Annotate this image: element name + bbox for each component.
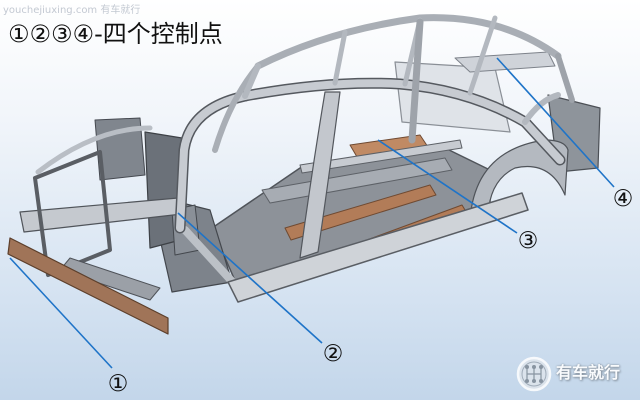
near-b-pillar (299, 91, 341, 259)
near-c-pillar (522, 92, 561, 125)
gear-shift-icon (516, 356, 552, 392)
radiator-support (33, 150, 112, 277)
far-b-pillar (408, 18, 424, 144)
car-body-in-white (7, 14, 601, 335)
near-roof-rail (241, 79, 564, 164)
near-front-lower-rail (181, 226, 242, 292)
upper-fender-rail (35, 125, 153, 175)
site-watermark: youchejiuxing.com 有车就行 (3, 5, 141, 16)
callout-line-2 (177, 212, 323, 344)
front-bumper-beam (7, 237, 169, 335)
front-lower-member (59, 257, 161, 301)
callout-label-3: ③ (517, 228, 539, 254)
windshield-header (242, 63, 261, 99)
logo-text: 有车就行 (556, 363, 621, 382)
rear-wheel-arch (469, 139, 569, 221)
diagram-title: ①②③④-四个控制点 (8, 20, 223, 48)
roof-bow-front (332, 29, 348, 86)
callout-label-4: ④ (612, 186, 634, 212)
callout-label-1: ① (107, 371, 129, 397)
roof-bow-rear (467, 15, 498, 96)
callout-line-4 (496, 57, 615, 188)
far-side-sill (299, 139, 463, 174)
callout-label-2: ② (322, 341, 344, 367)
far-c-pillar (555, 53, 575, 103)
rear-parcel-shelf (454, 51, 556, 73)
near-side-sill (227, 192, 529, 303)
callout-lines (9, 57, 615, 369)
callout-line-3 (377, 139, 518, 234)
callout-line-1 (9, 257, 113, 369)
floor-crossmember-front (284, 184, 437, 241)
